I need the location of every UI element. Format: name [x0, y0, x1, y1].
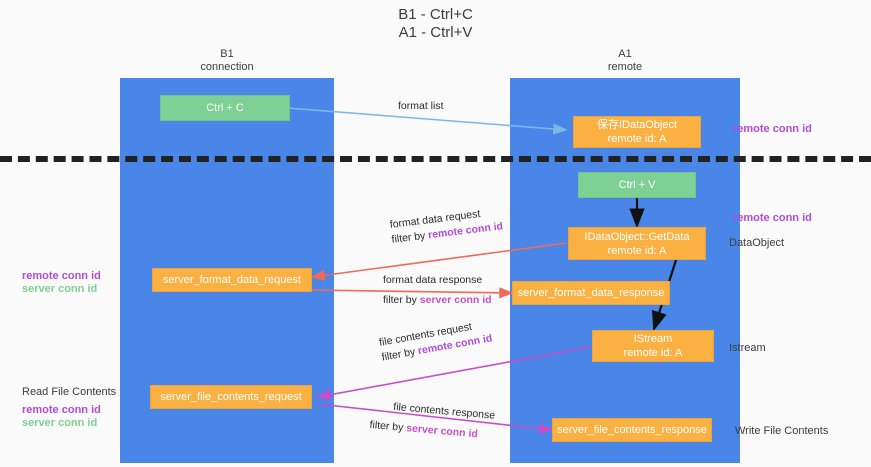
filter-key-server-conn-id: server conn id: [419, 294, 492, 306]
node-server-file-contents-request-label: server_file_contents_request: [160, 391, 302, 403]
column-header-b1: B1 connection: [120, 48, 334, 74]
column-header-a1-sub: remote: [607, 61, 643, 73]
annotation-left-remote-conn-id-mid: remote conn id: [22, 270, 101, 282]
filter-prefix: filter by: [383, 294, 420, 306]
node-ctrl-c[interactable]: Ctrl + C: [160, 95, 290, 121]
filter-prefix: filter by: [369, 418, 407, 435]
edge-label-file-contents-response-line1: file contents response: [392, 400, 496, 422]
node-server-format-data-request-label: server_format_data_request: [162, 274, 302, 286]
node-ctrl-c-label: Ctrl + C: [206, 102, 244, 114]
annotation-left-read-file-contents: Read File Contents: [22, 386, 117, 398]
node-server-format-data-response-label: server_format_data_response: [517, 287, 665, 299]
edge-label-format-data-response-line1: format data response: [383, 274, 483, 286]
title-line-2: A1 - Ctrl+V: [398, 24, 473, 41]
edge-label-file-contents-response: file contents response filter by server …: [369, 398, 496, 444]
annotation-right-istream: Istream: [729, 342, 766, 354]
node-server-file-contents-request[interactable]: server_file_contents_request: [150, 385, 312, 409]
node-server-file-contents-response[interactable]: server_file_contents_response: [552, 418, 712, 442]
node-idataobject-line1: 保存IDataObject: [596, 119, 678, 131]
annotation-left-server-conn-id-bottom: server conn id: [22, 417, 98, 429]
phase-divider: [0, 156, 871, 162]
node-idataobject-line2: remote id: A: [607, 133, 667, 145]
node-server-format-data-request[interactable]: server_format_data_request: [152, 268, 312, 292]
column-header-b1-sub: connection: [200, 61, 254, 73]
annotation-left-remote-conn-id-bottom: remote conn id: [22, 404, 101, 416]
column-header-a1-name: A1: [618, 48, 632, 60]
edge-label-format-data-request: format data request filter by remote con…: [389, 204, 504, 247]
edge-label-format-list: format list: [398, 99, 444, 114]
edge-label-format-data-response-line2: filter by server conn id: [383, 293, 492, 308]
node-server-format-data-response[interactable]: server_format_data_response: [512, 281, 670, 305]
node-istream-line1: IStream: [633, 333, 673, 345]
page-title: B1 - Ctrl+C A1 - Ctrl+V: [0, 6, 871, 42]
annotation-right-dataobject: DataObject: [729, 237, 785, 249]
node-ctrl-v-label: Ctrl + V: [618, 179, 656, 191]
node-getdata-line1: IDataObject::GetData: [584, 230, 690, 243]
column-header-b1-name: B1: [220, 48, 234, 60]
node-istream[interactable]: IStream remote id: A: [592, 330, 714, 362]
annotation-right-write-file-contents: Write File Contents: [735, 425, 829, 437]
edge-label-format-list-text: format list: [398, 100, 444, 112]
annotation-left-server-conn-id-mid: server conn id: [22, 283, 98, 295]
node-idataobject-getdata[interactable]: IDataObject::GetData remote id: A: [568, 227, 706, 260]
title-line-1: B1 - Ctrl+C: [398, 6, 473, 23]
node-idataobject[interactable]: 保存IDataObject remote id: A: [573, 116, 701, 148]
node-getdata-line2: remote id: A: [607, 244, 667, 257]
annotation-right-remote-conn-id-2: remote conn id: [733, 212, 812, 224]
annotation-right-remote-conn-id-1: remote conn id: [733, 123, 812, 135]
column-header-a1: A1 remote: [510, 48, 740, 74]
node-istream-line2: remote id: A: [623, 347, 683, 359]
filter-prefix: filter by: [390, 229, 429, 246]
node-ctrl-v[interactable]: Ctrl + V: [578, 172, 696, 198]
node-server-file-contents-response-label: server_file_contents_response: [557, 424, 707, 436]
edge-label-file-contents-request: file contents request filter by remote c…: [378, 317, 494, 366]
edge-label-format-data-response: format data response filter by server co…: [383, 273, 492, 308]
filter-key-server-conn-id: server conn id: [405, 422, 479, 441]
